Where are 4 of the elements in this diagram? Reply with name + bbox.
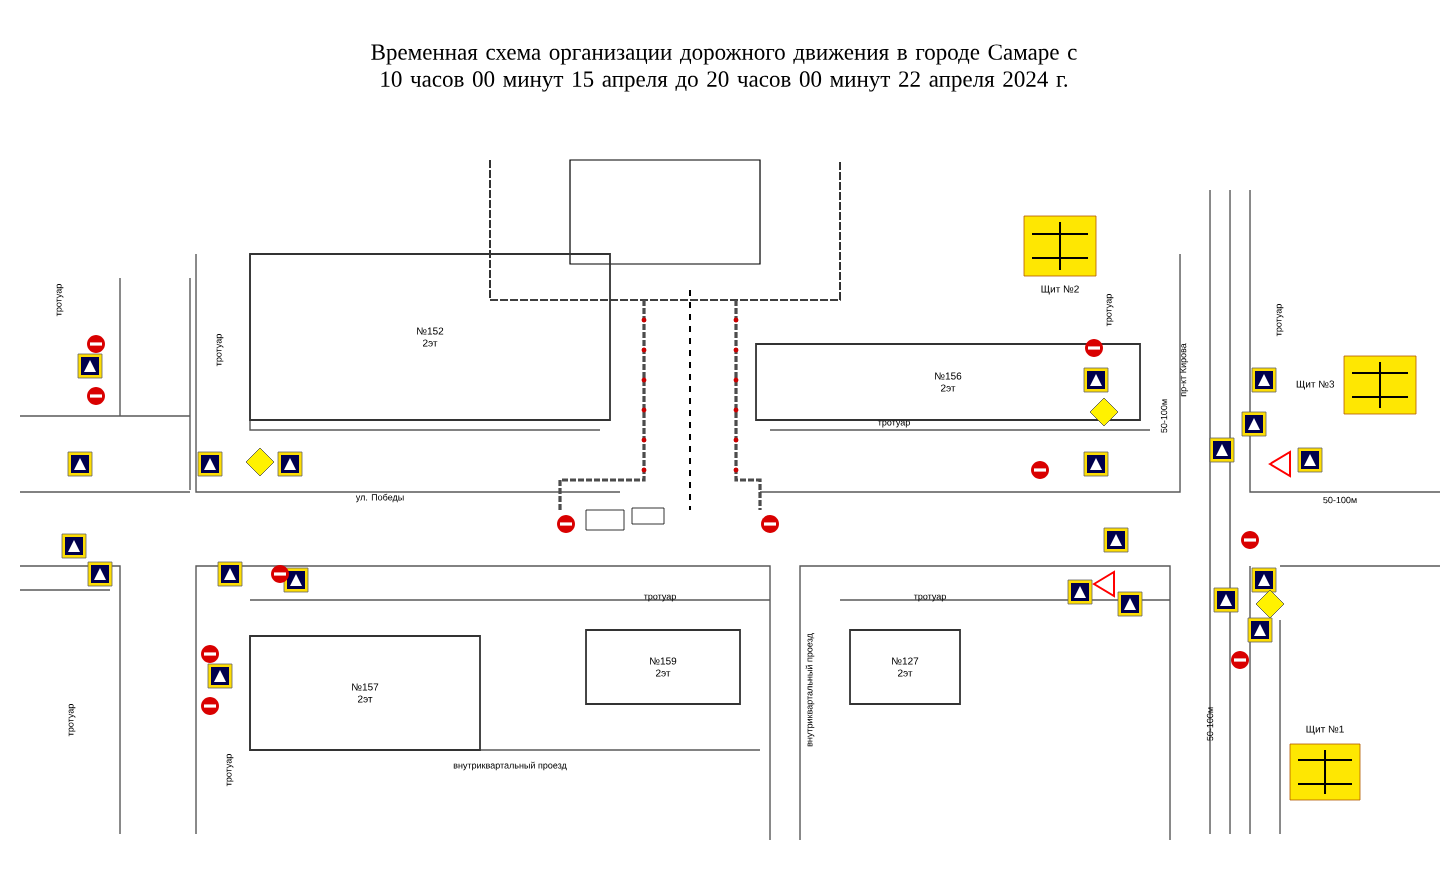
info-board (1023, 215, 1097, 277)
info-board (1289, 743, 1361, 801)
info-board (1343, 355, 1417, 415)
title: Временная схема организации дорожного движения в городе Самаре с 10 часов 00 минут 15 апреля до 20 часов 00 минут 22 апреля 2024 г. (371, 44, 1077, 92)
